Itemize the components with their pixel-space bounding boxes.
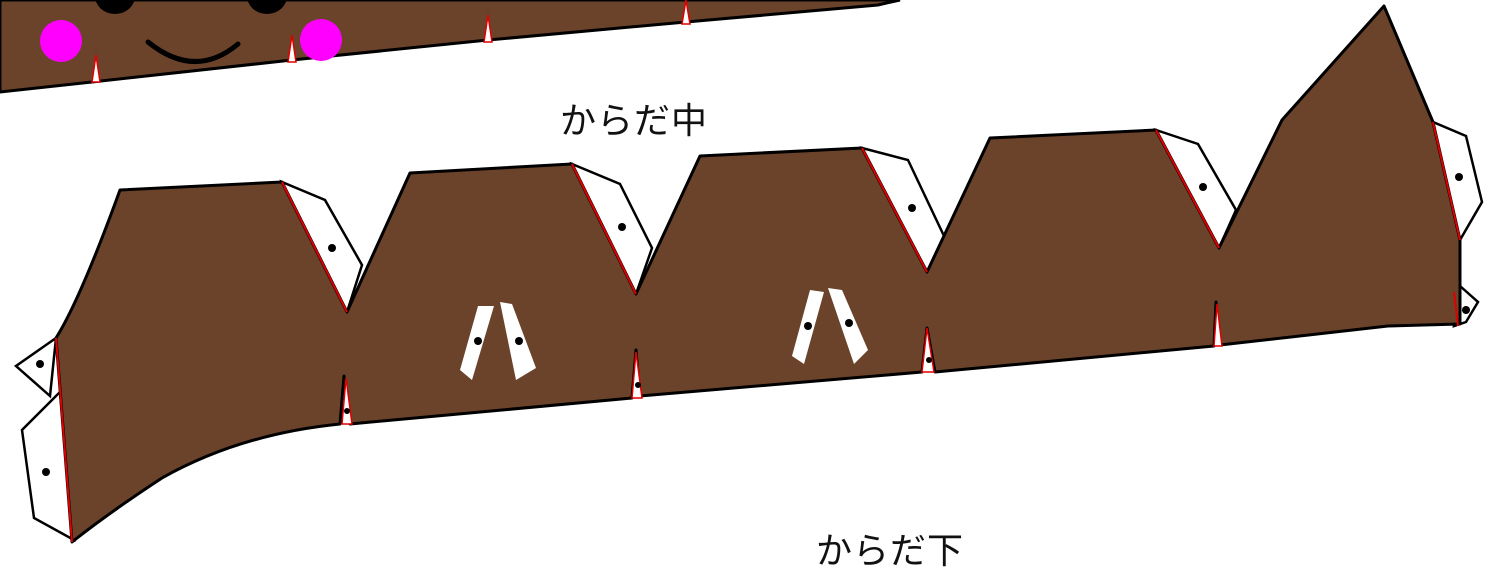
head-slit: [681, 0, 691, 25]
right-cheek: [300, 19, 342, 61]
mouth-smile: [145, 39, 241, 64]
glue-dot: [926, 357, 932, 363]
cut-line: [861, 147, 928, 273]
body-bottom-label: からだ下: [816, 531, 965, 572]
body-middle-shape: [54, 4, 1462, 544]
right-eye: [247, 0, 287, 14]
left-eye: [95, 0, 135, 14]
glue-dot: [42, 468, 50, 476]
head-piece: [0, 0, 901, 94]
head-slit: [91, 54, 101, 83]
glue-dot: [36, 360, 44, 368]
left-cheek: [40, 20, 82, 62]
cut-line: [1453, 291, 1459, 327]
glue-dot: [474, 337, 482, 345]
glue-dot: [845, 319, 853, 327]
glue-tab: [13, 335, 58, 399]
glue-dot: [804, 322, 812, 330]
head-slit: [287, 34, 297, 63]
cut-line: [571, 163, 637, 295]
glue-dot: [908, 204, 916, 212]
head-slit: [483, 14, 493, 43]
head-piece-body: [0, 0, 901, 94]
glue-dot: [1462, 306, 1470, 314]
cut-line: [281, 181, 348, 313]
body-middle-piece: [13, 4, 1484, 544]
glue-dot: [328, 244, 336, 252]
glue-dot: [344, 408, 350, 414]
glue-dot: [635, 382, 641, 388]
papercraft-sheet: [0, 0, 1484, 544]
cut-line: [1432, 121, 1461, 241]
glue-dot: [515, 337, 523, 345]
body-middle-label: からだ中: [560, 101, 709, 142]
cut-line: [55, 337, 73, 543]
glue-dot: [1199, 183, 1207, 191]
cut-line: [1155, 129, 1220, 249]
glue-dot: [618, 223, 626, 231]
glue-dot: [1455, 173, 1463, 181]
body-slit: [1213, 303, 1223, 347]
